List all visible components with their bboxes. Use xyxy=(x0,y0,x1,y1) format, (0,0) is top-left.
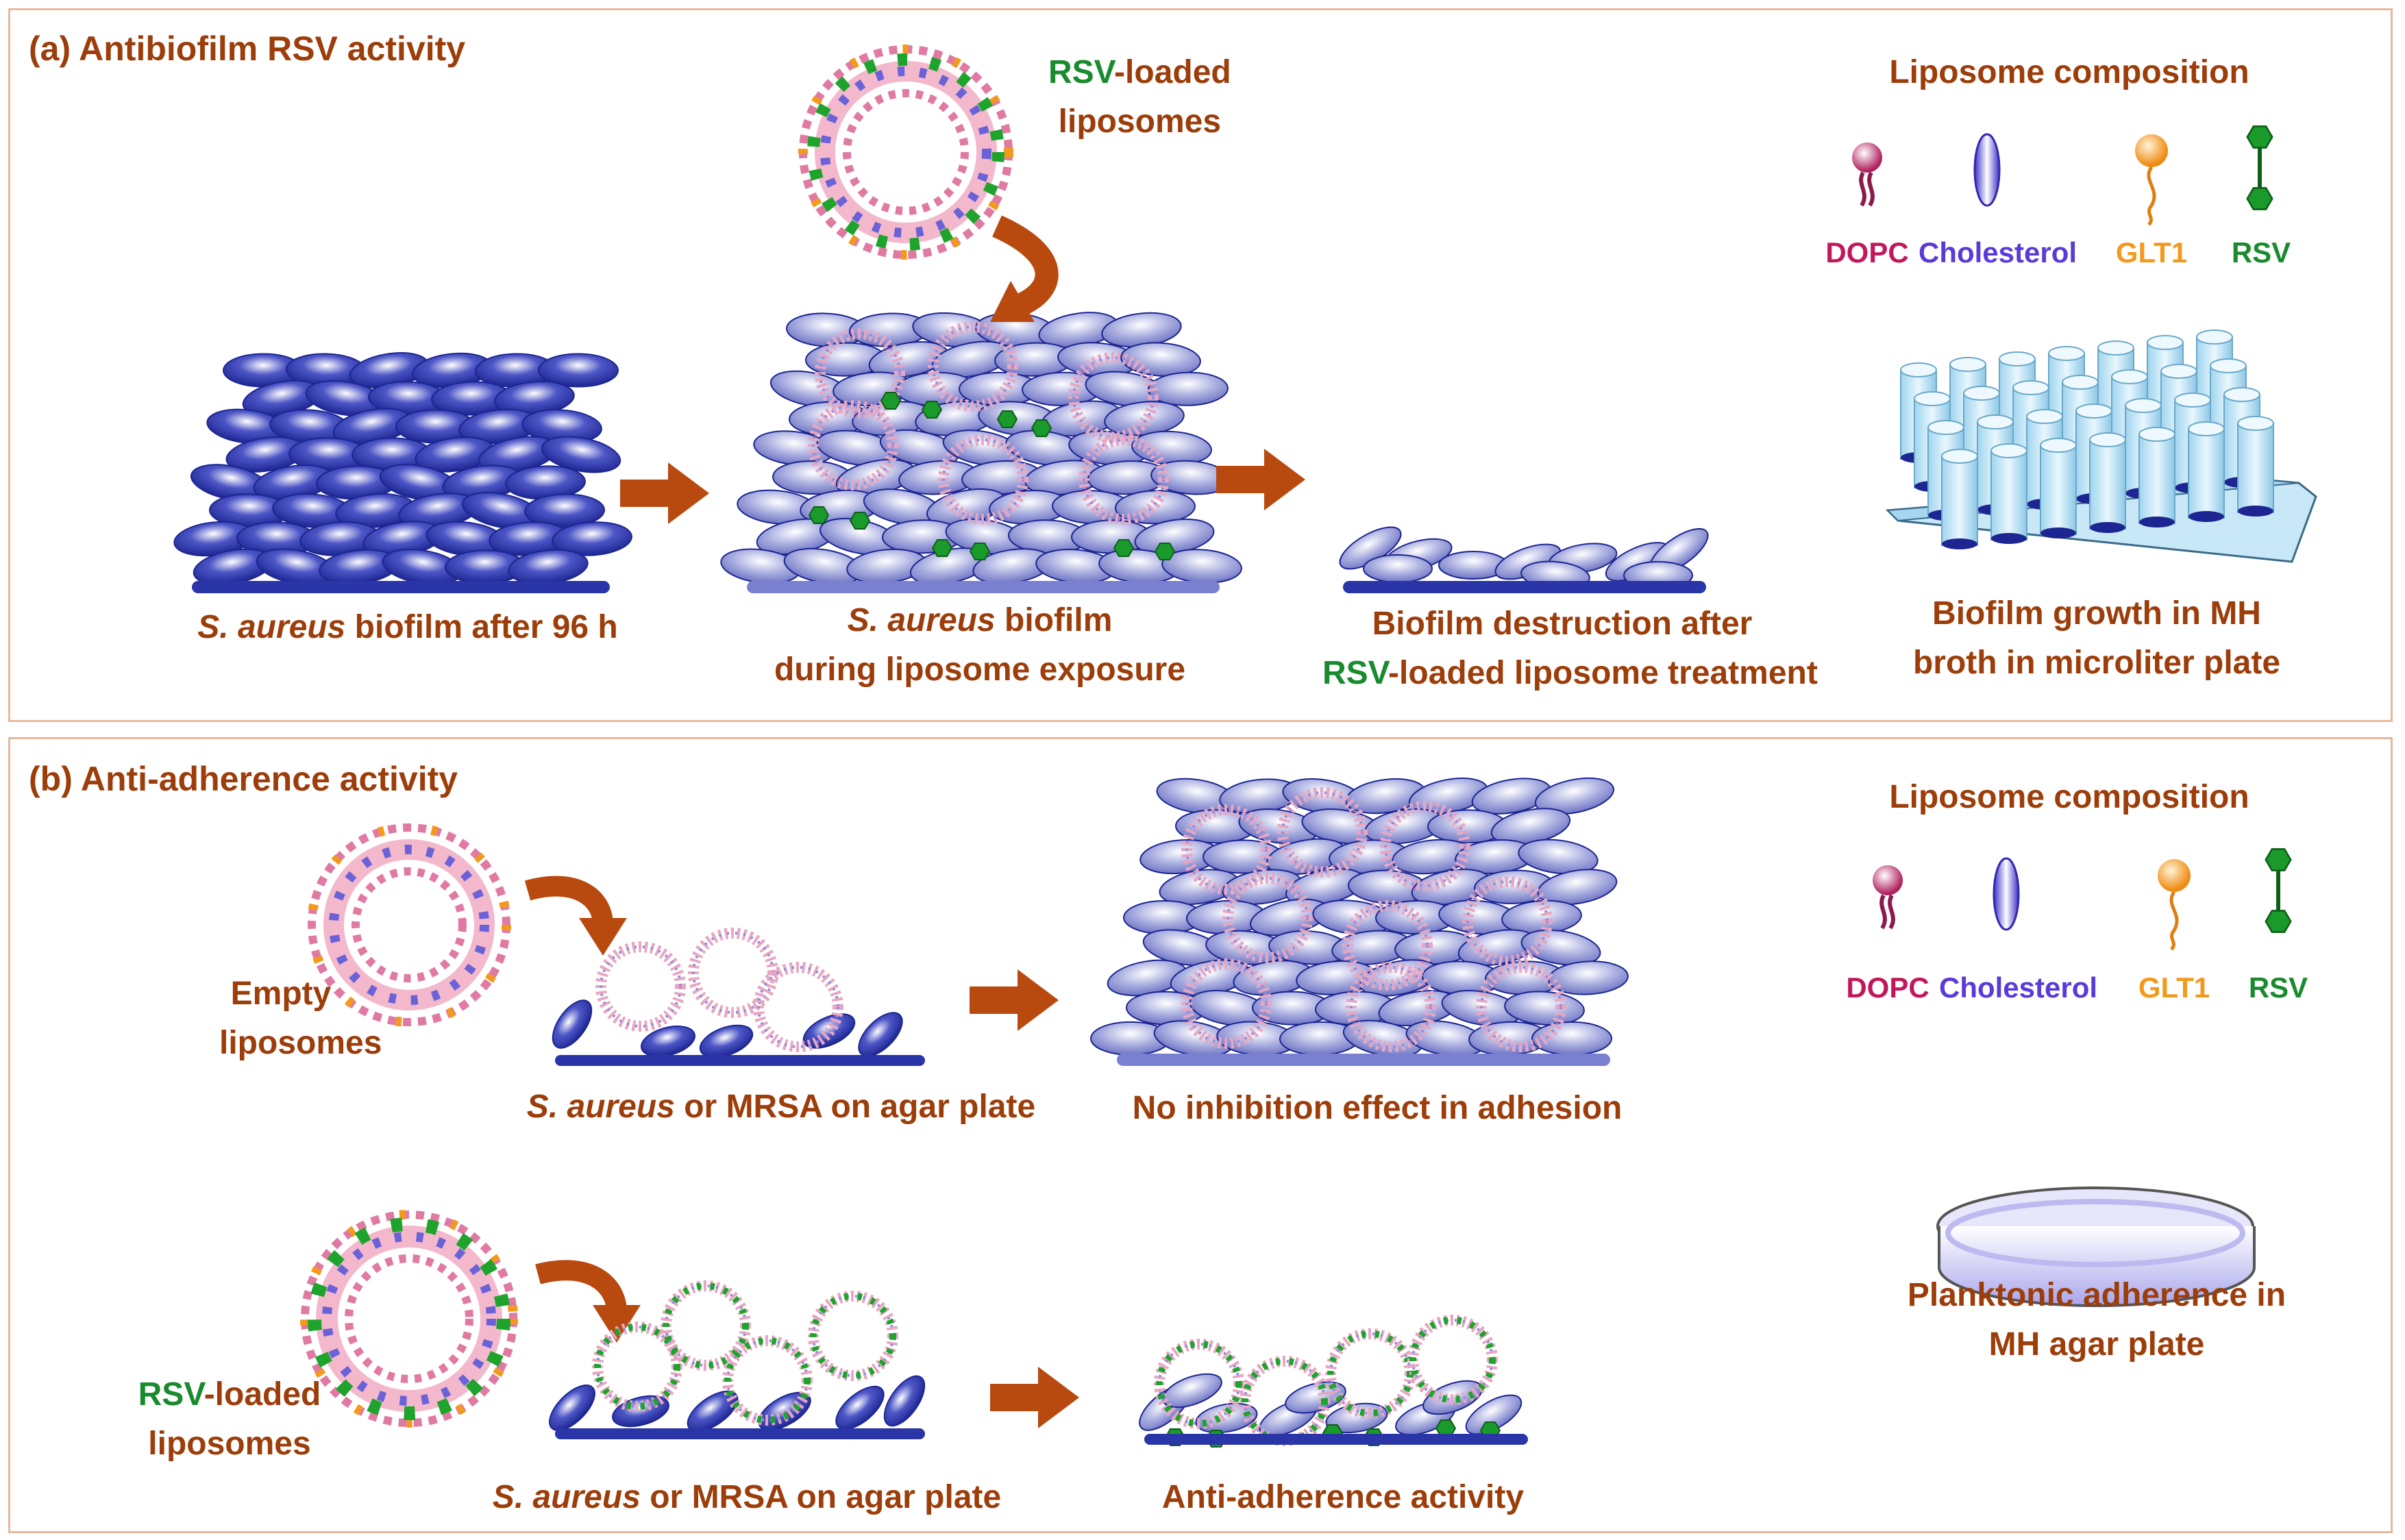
composition-legend-b xyxy=(1873,848,2292,951)
glt1-label-b: GLT1 xyxy=(2138,971,2210,1004)
bacteria-cell-icon xyxy=(549,1384,595,1431)
arrow-right-icon xyxy=(970,969,1059,1031)
bacteria-cell-icon xyxy=(858,1012,903,1057)
panel-a xyxy=(8,8,2393,722)
rsv-label-a: RSV xyxy=(2231,236,2291,269)
dopc-icon xyxy=(1852,142,1882,207)
liposome-icon xyxy=(798,45,1013,260)
cholesterol-label-a: Cholesterol xyxy=(1919,236,2077,269)
composition-title-b: Liposome composition xyxy=(1889,779,2249,815)
curved-arrow-icon xyxy=(524,875,627,956)
bacteria-cell-icon xyxy=(1465,1394,1522,1435)
rsv-label-b: RSV xyxy=(2248,971,2308,1004)
glt1-icon xyxy=(2158,859,2191,951)
cholesterol-label-b: Cholesterol xyxy=(1939,971,2098,1004)
bacteria-cell-icon xyxy=(1537,869,1618,906)
bacteria-cell-icon xyxy=(538,353,619,388)
top-liposome-label: RSV-loaded liposomes xyxy=(1048,54,1231,140)
bacteria-cell-icon xyxy=(883,1375,926,1427)
anti-adherence-label: Anti-adherence activity xyxy=(1161,1479,1525,1515)
biofilm-96h-graphic xyxy=(173,352,632,586)
bacteria-cell-icon xyxy=(541,436,621,473)
glt1-icon xyxy=(2135,134,2168,226)
rsv-icon xyxy=(880,392,901,410)
biofilm-96h-label: S. aureus biofilm after 96 h xyxy=(197,609,618,645)
bacteria-cell-icon xyxy=(552,999,593,1049)
microplate-icon xyxy=(1885,330,2317,563)
biofilm-exposure-graphic xyxy=(720,312,1242,585)
panel-a-title: (a) Antibiofilm RSV activity xyxy=(29,29,466,68)
bacteria-cell-icon xyxy=(1148,371,1229,406)
no-inhibition-label: No inhibition effect in adhesion xyxy=(1132,1090,1623,1126)
composition-legend-a xyxy=(1852,125,2273,226)
liposome-icon xyxy=(300,1210,518,1428)
biofilm-exposure-label: S. aureus biofilm during liposome exposu… xyxy=(774,602,1186,688)
agar-bacteria-graphic xyxy=(552,933,903,1058)
panel-b-title: (b) Anti-adherence activity xyxy=(29,760,458,798)
cholesterol-icon xyxy=(1973,133,2001,207)
arrow-right-icon xyxy=(620,462,709,524)
dopc-label-a: DOPC xyxy=(1825,236,1909,269)
rsv-icon xyxy=(1031,419,1052,437)
dopc-icon xyxy=(1873,865,1903,930)
arrow-right-icon xyxy=(990,1367,1079,1428)
liposome-icon xyxy=(307,823,511,1027)
rsv-liposomes-label: RSV-loaded liposomes xyxy=(138,1376,321,1462)
rsv-icon xyxy=(970,543,990,560)
arrow-right-icon xyxy=(1216,449,1305,510)
bacteria-cell-icon xyxy=(1548,960,1629,995)
bacteria-cell-icon xyxy=(1363,554,1433,583)
rsv-icon xyxy=(2246,125,2273,210)
rsv-icon xyxy=(809,506,829,524)
rsv-icon xyxy=(850,512,870,530)
dopc-label-b: DOPC xyxy=(1846,971,1929,1004)
bacteria-cell-icon xyxy=(699,1024,754,1058)
bacteria-cell-icon xyxy=(1518,839,1599,875)
rsv-icon xyxy=(1113,539,1134,557)
bacteria-cell-icon xyxy=(641,1026,695,1057)
rsv-icon xyxy=(932,539,952,557)
panel-b xyxy=(8,737,2393,1533)
destruction-label: Biofilm destruction after RSV-loaded lip… xyxy=(1322,606,1818,691)
curved-arrow-icon xyxy=(535,1260,641,1343)
liposome-icon xyxy=(758,967,838,1047)
rsv-icon xyxy=(1155,543,1175,560)
anti-adherence-graphic xyxy=(1139,1320,1522,1448)
glt1-label-a: GLT1 xyxy=(2115,236,2188,269)
rsv-icon xyxy=(997,410,1018,428)
agar-rsv-bacteria-graphic xyxy=(549,1286,926,1432)
bacteria-cell-icon xyxy=(835,1385,885,1430)
composition-title-a: Liposome composition xyxy=(1889,54,2249,90)
agar2-label: S. aureus or MRSA on agar plate xyxy=(492,1479,1002,1515)
agar1-label: S. aureus or MRSA on agar plate xyxy=(526,1089,1036,1125)
bacteria-cell-icon xyxy=(524,493,605,528)
rsv-icon xyxy=(2265,848,2292,933)
bacteria-cell-icon xyxy=(1534,777,1615,815)
bacteria-cell-icon xyxy=(552,521,632,556)
bacteria-cell-icon xyxy=(1285,1381,1346,1414)
liposome-icon xyxy=(601,947,680,1026)
biofilm-no-inhibition-graphic xyxy=(1090,777,1629,1057)
cholesterol-icon xyxy=(1993,857,2020,931)
petri-dish-icon xyxy=(1936,1187,2256,1307)
rsv-icon xyxy=(922,401,942,419)
curved-arrow-icon xyxy=(990,215,1059,322)
